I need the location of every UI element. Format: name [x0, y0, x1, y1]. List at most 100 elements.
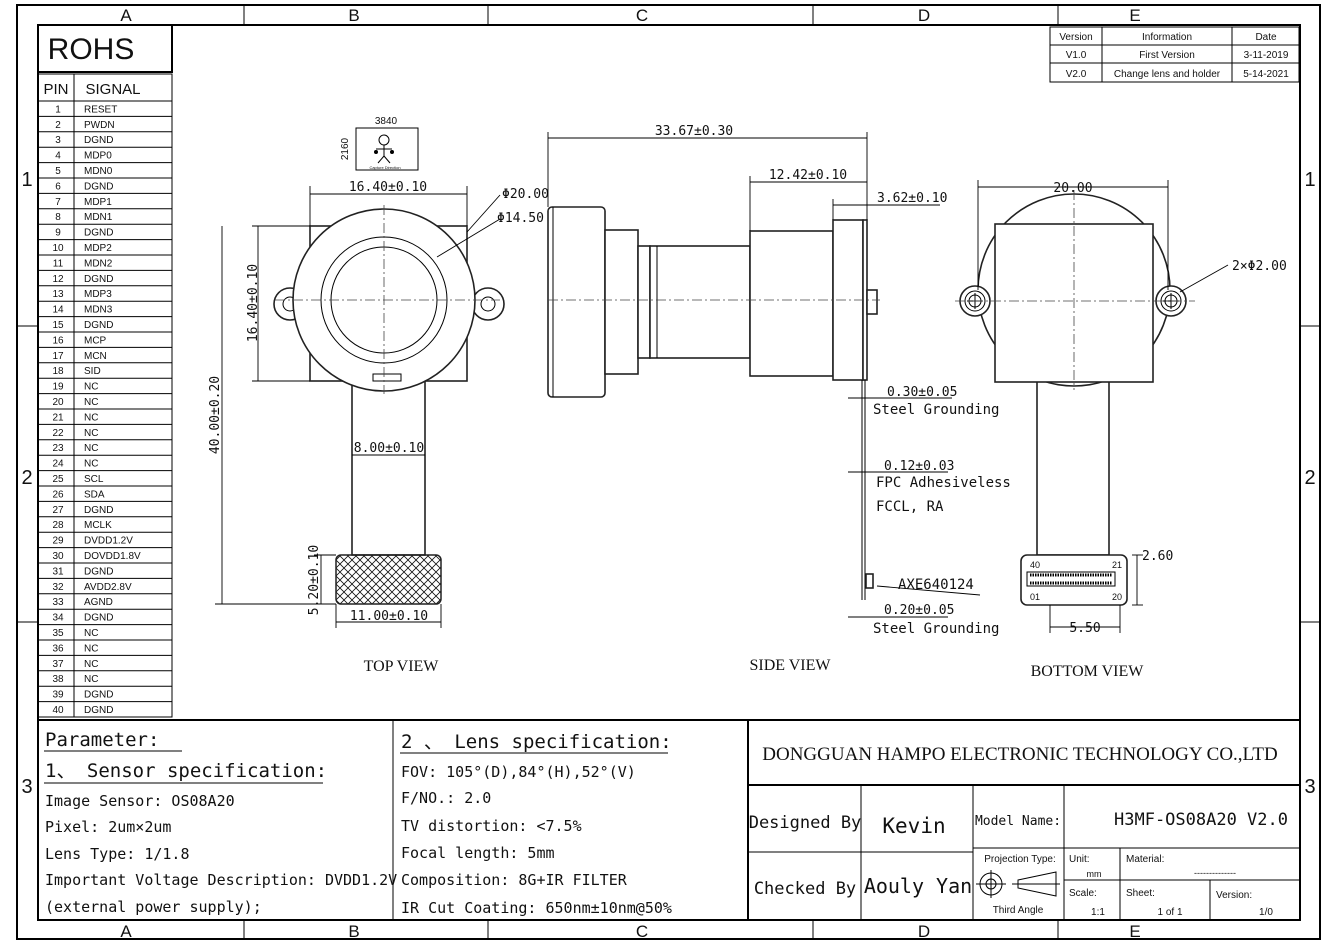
pin-signal: DGND	[84, 690, 113, 701]
pin-number: 36	[52, 643, 64, 654]
pin-marker-20: 20	[1112, 592, 1122, 602]
pin-signal: AVDD2.8V	[84, 582, 132, 593]
pin-signal: MDP2	[84, 243, 112, 254]
row-label: 3	[1304, 776, 1315, 798]
pin-number: 6	[55, 181, 61, 192]
row-label: 2	[21, 467, 32, 489]
lens-line: Focal length: 5mm	[401, 844, 555, 862]
row-label: 2	[1304, 467, 1315, 489]
row-label: 1	[1304, 169, 1315, 191]
pin-marker-21: 21	[1112, 560, 1122, 570]
pin-signal: MDN2	[84, 258, 113, 269]
pin-number: 26	[52, 489, 64, 500]
lens-line: TV distortion: <7.5%	[401, 817, 582, 835]
sensor-line: Image Sensor: OS08A20	[45, 792, 235, 810]
pin-number: 9	[55, 228, 61, 239]
lens-line: FOV: 105°(D),84°(H),52°(V)	[401, 763, 636, 781]
version-label: Version:	[1216, 890, 1252, 901]
pin-signal: DOVDD1.8V	[84, 551, 141, 562]
col-label: A	[120, 6, 132, 25]
pin-number: 33	[52, 597, 64, 608]
pin-number: 5	[55, 166, 61, 177]
version-value: 1/0	[1259, 907, 1273, 918]
dim-steel-1: 0.30±0.05	[887, 385, 957, 400]
pin-number: 12	[52, 274, 64, 285]
pin-number: 21	[52, 412, 64, 423]
pin-signal: DGND	[84, 613, 113, 624]
dim-holder-height: 16.40±0.10	[246, 264, 261, 342]
pin-signal: DGND	[84, 274, 113, 285]
pin-number: 8	[55, 212, 61, 223]
col-label: E	[1129, 922, 1140, 941]
pin-number: 19	[52, 382, 64, 393]
pin-signal: DGND	[84, 228, 113, 239]
pin-signal: NC	[84, 397, 98, 408]
pin-number: 24	[52, 459, 64, 470]
pin-signal: SID	[84, 366, 101, 377]
pin-signal: NC	[84, 674, 98, 685]
lens-line: F/NO.: 2.0	[401, 789, 491, 807]
pin-signal: AGND	[84, 597, 113, 608]
pin-signal: NC	[84, 428, 98, 439]
rev-cell: Change lens and holder	[1114, 69, 1221, 80]
pin-number: 16	[52, 335, 64, 346]
dim-connector-height: 5.20±0.10	[307, 545, 322, 615]
pin-number: 18	[52, 366, 64, 377]
pin-signal: MDP0	[84, 151, 112, 162]
pin-number: 13	[52, 289, 64, 300]
pin-number: 34	[52, 613, 64, 624]
pin-signal: MCP	[84, 335, 107, 346]
pin-number: 37	[52, 659, 64, 670]
pin-number: 28	[52, 520, 64, 531]
row-label: 3	[21, 776, 32, 798]
pin-signal: MDN3	[84, 305, 113, 316]
pin-signal: MDN1	[84, 212, 113, 223]
pin-marker-01: 01	[1030, 592, 1040, 602]
model-name: H3MF-OS08A20 V2.0	[1114, 810, 1288, 830]
rev-header: Version	[1059, 32, 1092, 43]
revision-table: Version Information Date V1.0 First Vers…	[1049, 26, 1300, 83]
parameter-title: Parameter:	[45, 729, 159, 751]
checked-by-label: Checked By	[754, 879, 856, 899]
lens-heading: 2 、 Lens specification:	[401, 731, 672, 753]
rev-cell: 5-14-2021	[1243, 69, 1289, 80]
pin-signal: RESET	[84, 104, 117, 115]
dim-inner-dia: Φ14.50	[497, 211, 544, 226]
pin-signal: SCL	[84, 474, 104, 485]
pin-signal: PWDN	[84, 120, 115, 131]
pin-signal: NC	[84, 643, 98, 654]
top-view-title: TOP VIEW	[364, 658, 440, 675]
pin-number: 11	[53, 258, 64, 269]
pin-number: 29	[52, 536, 64, 547]
dim-outer-dia: Φ20.00	[502, 187, 549, 202]
pin-signal: MDP1	[84, 197, 112, 208]
pin-number: 3	[55, 135, 61, 146]
pin-number: 14	[52, 305, 64, 316]
col-label: C	[636, 6, 648, 25]
capture-icon: 3840 2160 Capture Direction	[340, 116, 419, 171]
pin-signal: DGND	[84, 181, 113, 192]
pin-number: 27	[52, 505, 64, 516]
third-angle-symbol-icon	[976, 870, 1060, 898]
pin-marker-40: 40	[1030, 560, 1040, 570]
col-label: E	[1129, 6, 1140, 25]
pin-number: 30	[52, 551, 64, 562]
pin-number: 40	[52, 705, 64, 716]
side-view-title: SIDE VIEW	[749, 657, 831, 674]
col-label: C	[636, 922, 648, 941]
col-label: D	[918, 6, 930, 25]
note-steel-2: Steel Grounding	[873, 621, 999, 637]
sheet-label: Sheet:	[1126, 888, 1155, 899]
sensor-line: (external power supply);	[45, 898, 262, 916]
pin-number: 7	[55, 197, 61, 208]
checker-name: Aouly Yan	[864, 874, 972, 898]
bottom-view: 20.00 2×Φ2.00 2.60 5.50 40 21 01 20 BOTT…	[955, 180, 1287, 680]
top-view: 16.40±0.10 16.40±0.10 Φ20.00 Φ14.50 40.0…	[208, 180, 549, 675]
pin-number: 15	[52, 320, 64, 331]
rev-header: Date	[1255, 32, 1277, 43]
pin-signal: DGND	[84, 566, 113, 577]
sensor-heading: 1、 Sensor specification:	[45, 760, 327, 782]
